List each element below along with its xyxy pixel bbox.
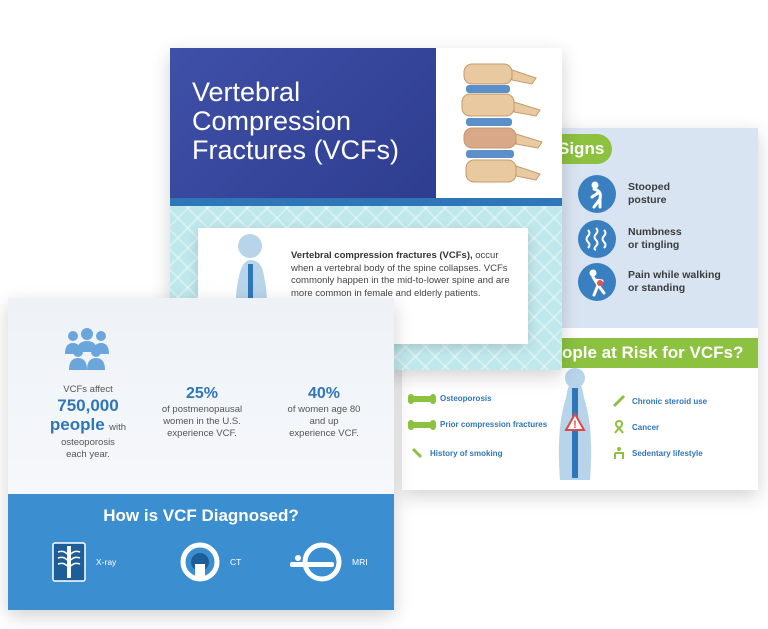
title-header: Vertebral Compression Fractures (VCFs) — [170, 48, 436, 198]
title-line: Compression — [192, 106, 352, 136]
sign-label: Stooped — [628, 181, 670, 193]
stat-number: 25% — [185, 385, 219, 402]
stat-text: with — [109, 422, 127, 433]
risk-item: Prior compression fractures — [408, 419, 548, 430]
diagnosis-label: X-ray — [96, 557, 117, 567]
xray-icon — [52, 542, 86, 582]
definition-term: Vertebral compression fractures (VCFs), — [291, 250, 473, 261]
mri-icon — [290, 542, 342, 582]
stat-postmenopausal: 25% of postmenopausal women in the U.S. … — [150, 384, 254, 440]
bone-icon — [408, 393, 436, 404]
risk-factors: Osteoporosis Prior compression fractures… — [402, 368, 758, 490]
vertebrae-icon — [461, 63, 543, 183]
definition-body: occur when a vertebral body of the spine… — [291, 250, 510, 299]
risk-heading: ople at Risk for VCFs? — [542, 338, 758, 368]
stat-text: each year. — [66, 449, 110, 460]
diagnosis-label: MRI — [352, 557, 368, 567]
statistics-panel: VCFs affect 750,000 people with osteopor… — [8, 298, 394, 494]
people-group-icon — [65, 328, 109, 370]
ct-scanner-icon — [180, 542, 220, 582]
cancer-ribbon-icon — [614, 420, 624, 434]
stat-text: of postmenopausal — [161, 404, 243, 415]
title-line: Fractures (VCFs) — [192, 135, 400, 165]
stat-text: osteoporosis — [61, 437, 115, 448]
sedentary-person-icon — [614, 447, 624, 459]
sign-label: Numbness — [628, 226, 682, 238]
risk-item: Chronic steroid use — [612, 394, 707, 408]
syringe-icon — [612, 394, 626, 408]
diagnosis-panel: How is VCF Diagnosed? X-ray CT — [8, 494, 394, 610]
stat-number: 750,000 — [57, 396, 119, 415]
sign-label: posture — [628, 194, 667, 206]
title-line: Vertebral — [192, 77, 301, 107]
risk-label: Chronic steroid use — [632, 396, 708, 406]
risk-item: Cancer — [612, 420, 659, 434]
risk-item: Sedentary lifestyle — [612, 446, 703, 460]
pain-icon — [578, 263, 616, 301]
diagnosis-label: CT — [230, 557, 242, 567]
stat-text: and up — [309, 416, 339, 427]
fractured-bone-icon — [408, 419, 436, 430]
stat-affected: VCFs affect 750,000 people with osteopor… — [38, 384, 138, 461]
spine-illustration — [436, 48, 562, 198]
sign-label: or standing — [628, 282, 686, 294]
stat-text: experience VCF. — [167, 428, 237, 439]
diagnosis-item-xray: X-ray — [52, 542, 116, 582]
diagnosis-title: How is VCF Diagnosed? — [103, 506, 299, 525]
sign-label: Pain while walking — [628, 269, 721, 281]
stat-text: VCFs affect — [63, 384, 113, 395]
numbness-icon — [578, 220, 616, 258]
stat-number: 40% — [307, 385, 341, 402]
sign-label: or tingling — [628, 239, 680, 251]
diagnosis-item-ct: CT — [180, 542, 241, 582]
spine-figure-icon: ! — [558, 368, 592, 480]
svg-text:!: ! — [573, 419, 577, 431]
risk-label: Cancer — [632, 422, 660, 432]
risk-label: History of smoking — [430, 448, 503, 458]
definition-text: Vertebral compression fractures (VCFs), … — [291, 250, 511, 300]
risk-item: History of smoking — [410, 446, 502, 460]
risk-label: Sedentary lifestyle — [632, 448, 703, 458]
stooped-posture-icon — [578, 175, 616, 213]
risk-label: Osteoporosis — [440, 394, 492, 403]
stat-text: experience VCF. — [289, 428, 359, 439]
stat-women-80: 40% of women age 80 and up experience VC… — [270, 384, 378, 440]
stat-text: of women age 80 — [287, 404, 361, 415]
page-title: Vertebral Compression Fractures (VCFs) — [192, 78, 422, 165]
statistics-card: VCFs affect 750,000 people with osteopor… — [8, 298, 394, 610]
risk-label: Prior compression fractures — [440, 420, 548, 429]
stat-text: women in the U.S. — [163, 416, 241, 427]
risk-item: Osteoporosis — [408, 393, 492, 404]
stat-number: people — [49, 415, 105, 434]
divider — [170, 198, 562, 206]
cigarette-icon — [411, 447, 423, 459]
diagnosis-item-mri: MRI — [288, 542, 368, 582]
